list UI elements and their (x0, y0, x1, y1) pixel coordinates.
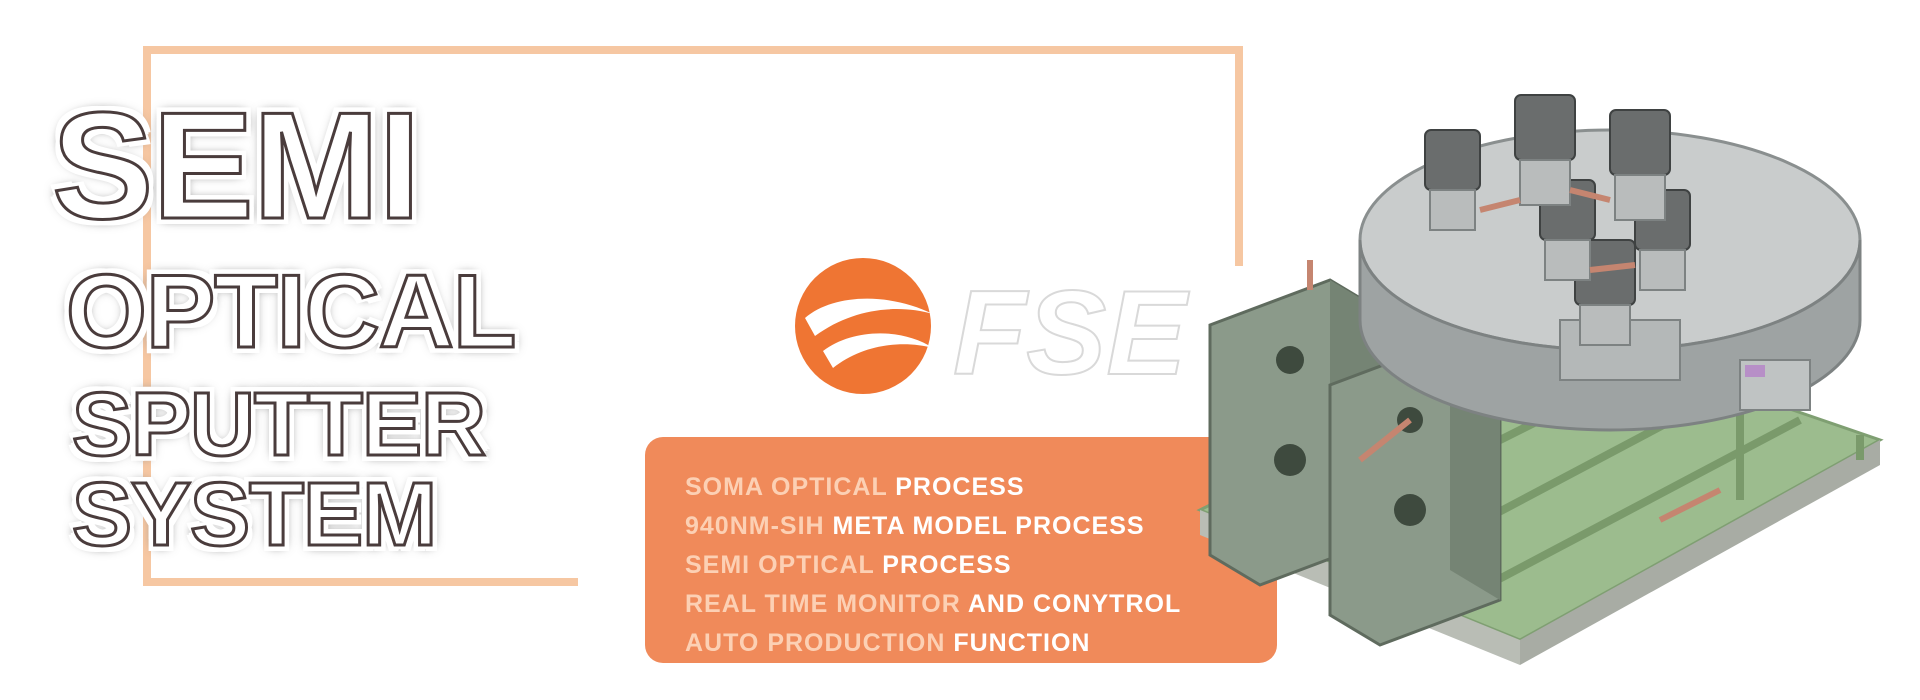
title-system: SYSTEM (70, 465, 438, 565)
feature-item: AUTO PRODUCTION FUNCTION (685, 631, 1090, 656)
feature-item: SOMA OPTICAL PROCESS (685, 475, 1025, 500)
frame-top-line (143, 46, 1243, 54)
feature-rest: META MODEL PROCESS (832, 512, 1145, 540)
feature-item: SEMI OPTICAL PROCESS (685, 553, 1012, 578)
frame-bottom-line (143, 578, 578, 586)
feature-item: REAL TIME MONITOR AND CONYTROL (685, 592, 1181, 617)
feature-item: 940NM-SIH META MODEL PROCESS (685, 514, 1145, 539)
title-optical: OPTICAL (64, 254, 517, 370)
frame-left-line (143, 46, 151, 586)
feature-highlight: 940NM-SIH (685, 512, 825, 540)
feature-highlight: REAL TIME MONITOR (685, 590, 961, 618)
feature-rest: PROCESS (882, 551, 1012, 579)
feature-highlight: AUTO PRODUCTION (685, 629, 946, 657)
title-semi: SEMI (51, 81, 423, 251)
fse-logo: FSE (793, 256, 1213, 401)
logo-text: FSE (953, 266, 1190, 396)
feature-rest: AND CONYTROL (967, 590, 1182, 618)
orange-swirl-logo-icon: FSE (795, 258, 1191, 401)
title-sputter: SPUTTER (70, 375, 487, 475)
sputter-system-machine-illustration (1180, 40, 1900, 675)
feature-highlight: SEMI OPTICAL (685, 551, 875, 579)
features-panel: SOMA OPTICAL PROCESS 940NM-SIH META MODE… (645, 437, 1277, 663)
feature-highlight: SOMA OPTICAL (685, 473, 888, 501)
feature-rest: PROCESS (895, 473, 1025, 501)
frame-right-line (1235, 46, 1243, 266)
feature-rest: FUNCTION (953, 629, 1091, 657)
